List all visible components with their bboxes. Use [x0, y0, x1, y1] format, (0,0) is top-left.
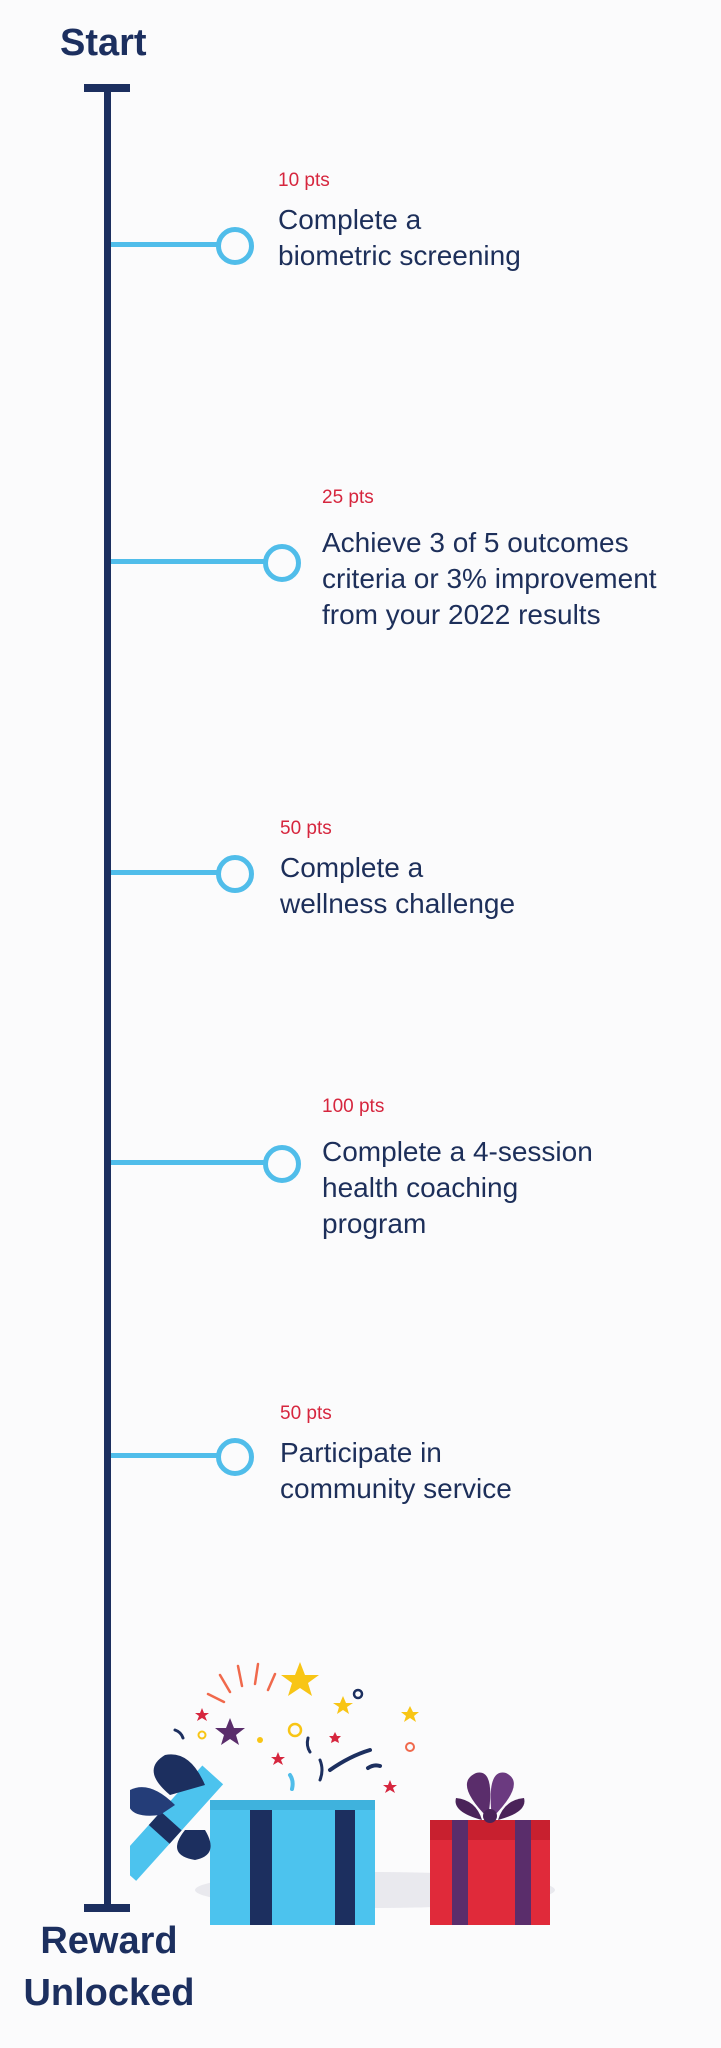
timeline-top-cap [84, 84, 130, 92]
timeline-bottom-cap [84, 1904, 130, 1912]
milestone-node [263, 1145, 301, 1183]
end-label: Reward Unlocked [23, 1920, 195, 2014]
milestone-connector [111, 1453, 219, 1458]
start-label: Start [60, 22, 147, 64]
milestone-description: Complete a biometric screening [278, 204, 521, 271]
milestone-description: Complete a 4-session health coaching pro… [322, 1136, 593, 1239]
milestone-connector [111, 242, 219, 247]
timeline-axis [104, 86, 111, 1908]
gift-boxes-icon [115, 1650, 570, 1950]
milestone-connector [111, 1160, 266, 1165]
milestone-points: 25 pts [322, 487, 374, 508]
milestone-connector [111, 559, 266, 564]
milestone-node [216, 227, 254, 265]
milestone-node [263, 544, 301, 582]
milestone-points: 50 pts [280, 1403, 332, 1424]
milestone-description: Complete a wellness challenge [280, 852, 516, 919]
milestone-points: 10 pts [278, 170, 330, 191]
milestone-node [216, 1438, 254, 1476]
milestone-description: Achieve 3 of 5 outcomes criteria or 3% i… [322, 527, 657, 630]
milestone-description: Participate in community service [280, 1437, 512, 1504]
milestone-points: 50 pts [280, 818, 332, 839]
milestone-node [216, 855, 254, 893]
milestone-points: 100 pts [322, 1096, 385, 1117]
milestone-connector [111, 870, 219, 875]
